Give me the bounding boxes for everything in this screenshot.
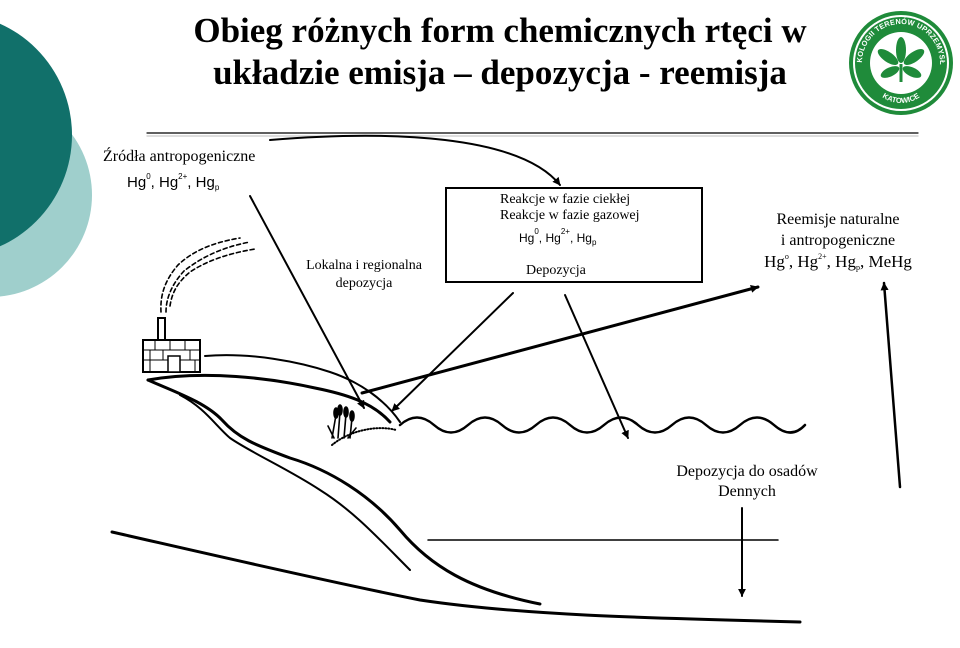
chestnut-leaf-icon — [877, 37, 925, 82]
title-line-2: układzie emisja – depozycja - reemisja — [213, 53, 787, 92]
reactions-line-2: Reakcje w fazie gazowej — [500, 208, 640, 223]
reactions-line-1: Reakcje w fazie ciekłej — [500, 192, 631, 207]
logo-city-text: KATOWICE — [881, 91, 921, 105]
land-upper-edge — [146, 373, 392, 424]
arrow-local-deposition — [249, 195, 365, 409]
sources-heading: Źródła antropogeniczne — [103, 148, 256, 165]
water-waves — [398, 416, 807, 434]
reemissions-label: Reemisje naturalne i antropogeniczne Hgo… — [740, 209, 936, 272]
reactions-deposition: Depozycja — [526, 263, 586, 278]
sources-species: Hg0, Hg2+, Hgp — [127, 172, 220, 192]
arrow-water-reemission — [880, 281, 902, 489]
sediment-label: Depozycja do osadów Dennych — [676, 463, 818, 500]
page-title: Obieg różnych form chemicznych rtęci w u… — [150, 10, 850, 94]
arrow-shore-to-reemission — [360, 284, 760, 395]
chimney-smoke — [160, 237, 256, 313]
arrow-box-to-shore — [391, 292, 514, 412]
arrow-box-to-water — [564, 294, 629, 439]
arrow-sources-to-reactions — [269, 134, 561, 186]
dark-teal-circle — [0, 23, 72, 247]
river-outer — [146, 378, 542, 606]
factory-chimney — [157, 317, 166, 341]
institute-logo: INSTYTUT EKOLOGII TERENÓW UPRZEMYSŁOWION… — [848, 10, 953, 115]
shore-sediment — [331, 427, 397, 446]
title-line-1: Obieg różnych form chemicznych rtęci w — [193, 11, 807, 50]
local-deposition-label: Lokalna i regionalna depozycja — [306, 258, 422, 291]
factory-door — [167, 355, 181, 373]
reactions-box — [445, 187, 703, 283]
reactions-species: Hg0, Hg2+, Hgp — [519, 227, 597, 247]
reemissions-species: Hgo, Hg2+, Hgp, MeHg — [764, 252, 912, 272]
river-inner — [179, 394, 411, 571]
land-lower-edge — [204, 354, 401, 423]
reeds — [327, 404, 357, 439]
lake-bed — [110, 530, 802, 624]
svg-text:KATOWICE: KATOWICE — [881, 91, 921, 105]
